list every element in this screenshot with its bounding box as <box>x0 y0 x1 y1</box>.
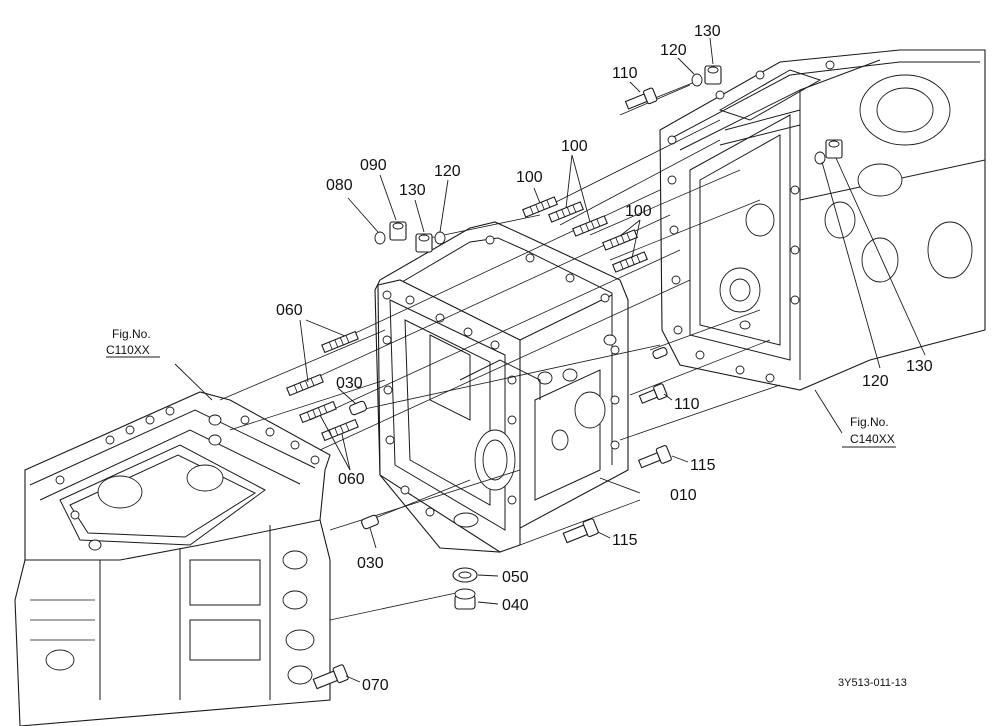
callout-120-top: 120 <box>660 42 687 59</box>
callout-110-lower: 110 <box>674 396 700 413</box>
callout-115-lower: 115 <box>612 532 638 549</box>
callout-130-top: 130 <box>694 23 721 40</box>
callout-080: 080 <box>326 177 353 194</box>
callout-010: 010 <box>670 487 697 504</box>
callout-090: 090 <box>360 157 387 174</box>
studs-100 <box>522 196 648 273</box>
bolts <box>312 87 672 690</box>
callout-120-right: 120 <box>862 373 889 390</box>
callout-060-lower: 060 <box>338 471 365 488</box>
fig-ref-right-line2: C140XX <box>850 432 895 446</box>
callout-100-left: 100 <box>516 169 543 186</box>
right-rear-case <box>659 49 986 391</box>
callout-120-left: 120 <box>434 163 461 180</box>
fig-ref-left-line2: C110XX <box>106 343 150 357</box>
dowel-pins-030 <box>349 347 668 530</box>
callout-070: 070 <box>362 677 389 694</box>
callout-100-middle: 100 <box>561 138 588 155</box>
callout-040: 040 <box>502 597 529 614</box>
washers-and-nuts <box>374 65 843 610</box>
callout-110-upper: 110 <box>612 65 638 82</box>
drawing-code: 3Y513-011-13 <box>838 677 907 689</box>
callout-060-upper: 060 <box>276 302 303 319</box>
fig-ref-right-line1: Fig.No. <box>850 415 889 429</box>
fig-ref-left-line1: Fig.No. <box>112 327 151 341</box>
callout-130-right: 130 <box>906 358 933 375</box>
figure-references: Fig.No. C110XX Fig.No. C140XX <box>106 327 896 448</box>
callout-100-right: 100 <box>625 203 652 220</box>
callout-115-upper: 115 <box>690 457 716 474</box>
left-transmission-case <box>14 391 331 726</box>
leader-lines <box>174 37 926 683</box>
callout-030-lower: 030 <box>357 555 384 572</box>
callout-050: 050 <box>502 569 529 586</box>
callout-030-upper: 030 <box>336 375 363 392</box>
callout-labels: 010 030 030 040 050 060 060 070 080 090 … <box>276 23 933 694</box>
callout-130-left: 130 <box>399 182 426 199</box>
